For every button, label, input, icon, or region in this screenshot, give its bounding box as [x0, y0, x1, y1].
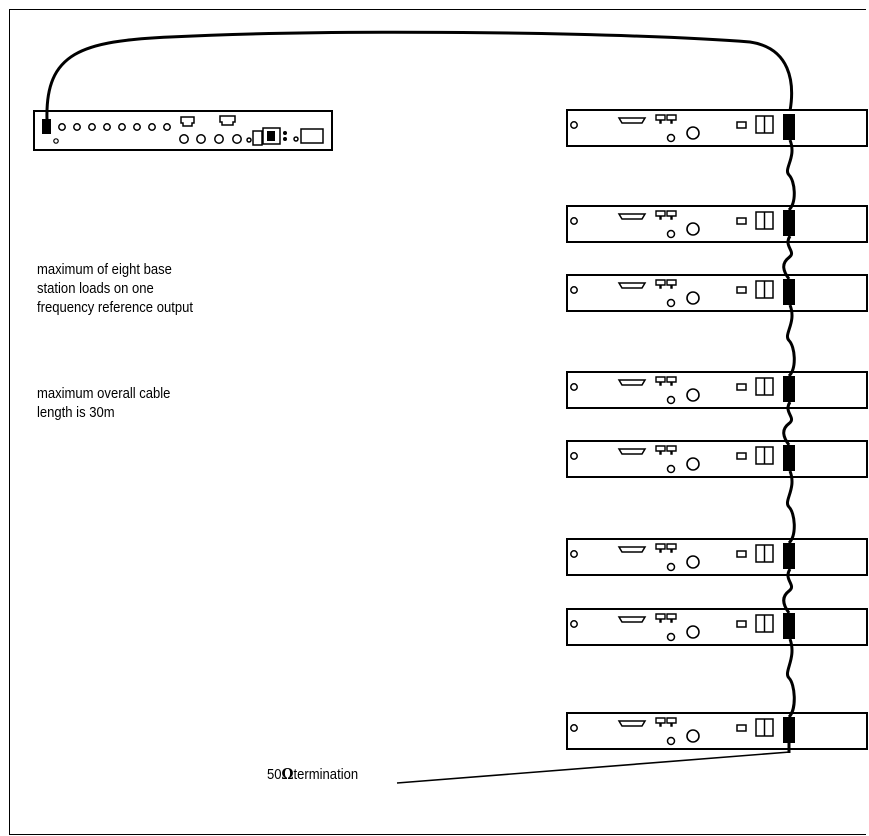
rj-connector-pair [655, 114, 677, 124]
small-socket [736, 620, 747, 628]
frequency-reference-unit [33, 110, 333, 151]
base-station [566, 608, 868, 646]
base-station [566, 274, 868, 312]
rj-connector-pair [655, 543, 677, 553]
cable-length-note: maximum overall cable length is 30m [37, 386, 171, 421]
coax-connector [196, 134, 206, 144]
led [570, 286, 578, 294]
d-connector-2 [219, 115, 236, 126]
small-socket [736, 550, 747, 558]
d-connector [617, 616, 647, 623]
led [570, 452, 578, 460]
d-connector [617, 379, 647, 386]
coax-connector [232, 134, 242, 144]
base-station [566, 440, 868, 478]
rj-connector-pair [655, 279, 677, 289]
coax-connector-small [666, 562, 676, 572]
rj-connector-pair [655, 717, 677, 727]
base-station [566, 205, 868, 243]
reference-input-plug [783, 613, 795, 639]
reference-output-connectors [58, 123, 171, 131]
coax-connector [214, 134, 224, 144]
d-connector [617, 546, 647, 553]
small-socket [736, 724, 747, 732]
termination-leader-line [396, 751, 791, 784]
led [570, 620, 578, 628]
reference-input-plug [783, 717, 795, 743]
coax-connector-small [666, 395, 676, 405]
reference-input-plug [783, 376, 795, 402]
coax-connector-large [686, 388, 700, 402]
ohm-symbol: Ω [281, 765, 294, 783]
base-station [566, 538, 868, 576]
d-connector [617, 213, 647, 220]
coax-connector-small [666, 736, 676, 746]
reference-input-plug [783, 543, 795, 569]
small-connector [246, 137, 252, 143]
reference-input-plug [783, 114, 795, 140]
rj-connector-pair [655, 376, 677, 386]
coax-connector-small [666, 464, 676, 474]
rj-connector-pair [655, 210, 677, 220]
daisy-chain-cable [782, 139, 796, 753]
reference-input-plug [783, 279, 795, 305]
led [570, 724, 578, 732]
reference-feed-cable [45, 30, 794, 121]
reference-input-plug [783, 210, 795, 236]
small-socket [736, 217, 747, 225]
base-station [566, 109, 868, 147]
termination-label: 50Ωtermination [267, 765, 358, 783]
coax-connector-large [686, 625, 700, 639]
power-inlet [300, 128, 324, 144]
eight-loads-note: maximum of eight base station loads on o… [37, 262, 193, 316]
led [570, 121, 578, 129]
d-connector [617, 720, 647, 727]
small-connector [293, 136, 299, 142]
termination-text: termination [293, 767, 359, 783]
coax-connector-large [686, 291, 700, 305]
d-connector [617, 448, 647, 455]
coax-connector-small [666, 632, 676, 642]
base-station [566, 371, 868, 409]
coax-connector-large [686, 555, 700, 569]
coax-connector [179, 134, 189, 144]
small-socket [736, 286, 747, 294]
small-socket [736, 452, 747, 460]
d-connector-1 [180, 116, 195, 127]
d-connector [617, 117, 647, 124]
diagram-frame [9, 9, 866, 835]
small-socket [736, 121, 747, 129]
coax-connector-large [686, 126, 700, 140]
coax-connector-small [666, 298, 676, 308]
base-station-stack [566, 109, 868, 750]
termination-value: 50 [267, 767, 282, 783]
d-connector [617, 282, 647, 289]
base-station [566, 712, 868, 750]
small-socket [736, 383, 747, 391]
reference-input-plug [783, 445, 795, 471]
led [570, 217, 578, 225]
coax-connector-large [686, 222, 700, 236]
rj-connector-pair [655, 613, 677, 623]
rj-connector-pair [655, 445, 677, 455]
led [570, 383, 578, 391]
coax-connector-small [666, 133, 676, 143]
power-socket [252, 130, 263, 146]
coax-connector-small [666, 229, 676, 239]
coax-connector-large [686, 729, 700, 743]
led [570, 550, 578, 558]
indicator-led [53, 138, 59, 144]
reference-output-plug [42, 119, 51, 134]
coax-connector-large [686, 457, 700, 471]
